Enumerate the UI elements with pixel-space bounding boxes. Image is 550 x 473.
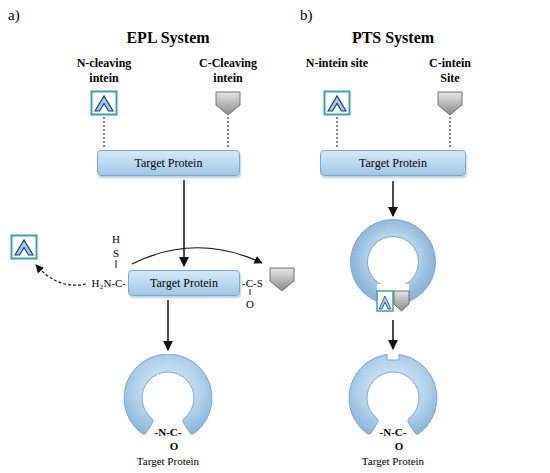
protein-ring: -N-C-OTarget Protein	[113, 354, 223, 469]
protein-box: Target Protein	[97, 150, 240, 176]
protein-box: Target Protein	[320, 150, 466, 176]
c-intein-icon	[270, 268, 294, 291]
dotted-link	[227, 117, 228, 149]
bond-line	[250, 289, 251, 295]
protein-label: Target Protein	[135, 156, 203, 171]
protein-label: Target Protein	[359, 156, 427, 171]
part-name: C-Cleaving intein	[188, 56, 268, 86]
part-name: C-intein Site	[418, 56, 482, 86]
panel-title: EPL System	[98, 28, 238, 47]
group-label: H₂N-C-	[80, 276, 126, 290]
protein-label: Target Protein	[113, 455, 223, 468]
ring-notch	[387, 354, 399, 360]
protein-ring: -N-C-OTarget Protein	[338, 354, 448, 469]
dashed-arrow	[36, 265, 86, 285]
dotted-link	[336, 117, 337, 149]
panel-title: PTS System	[323, 28, 463, 47]
c-intein-icon	[216, 92, 240, 115]
flow-arrow	[167, 300, 169, 350]
atom-label: H	[110, 232, 122, 246]
n-intein-icon	[92, 92, 117, 115]
n-intein-icon	[325, 92, 350, 115]
flow-arrow	[183, 180, 185, 266]
flow-arrow	[392, 320, 394, 349]
atom-label: O	[344, 440, 454, 453]
panel-letter: b)	[300, 6, 330, 24]
atom-label: O	[244, 297, 256, 311]
protein-label: Target Protein	[150, 276, 218, 291]
released-n-intein	[12, 236, 37, 259]
part-name: N-cleaving intein	[64, 56, 144, 86]
group-label: -C-S	[242, 276, 268, 290]
c-intein-icon	[438, 92, 462, 115]
protein-label: Target Protein	[338, 455, 448, 468]
dotted-link	[103, 117, 104, 149]
atom-label: S	[110, 246, 122, 260]
flow-arrow	[392, 181, 394, 216]
protein-box: Target Protein	[128, 270, 240, 296]
bond-label: -N-C-	[113, 426, 223, 439]
protein-ring	[351, 220, 436, 312]
bond-line	[116, 260, 117, 268]
bond-label: -N-C-	[338, 426, 448, 439]
ring-outline	[338, 354, 448, 469]
ring-shape	[349, 354, 437, 434]
atom-label: O	[119, 440, 229, 453]
part-name: N-intein site	[305, 56, 369, 71]
ring-shape	[124, 354, 212, 434]
curved-arrow	[132, 248, 262, 264]
ring-outline	[113, 354, 223, 469]
panel-letter: a)	[8, 6, 38, 24]
dotted-link	[449, 117, 450, 149]
